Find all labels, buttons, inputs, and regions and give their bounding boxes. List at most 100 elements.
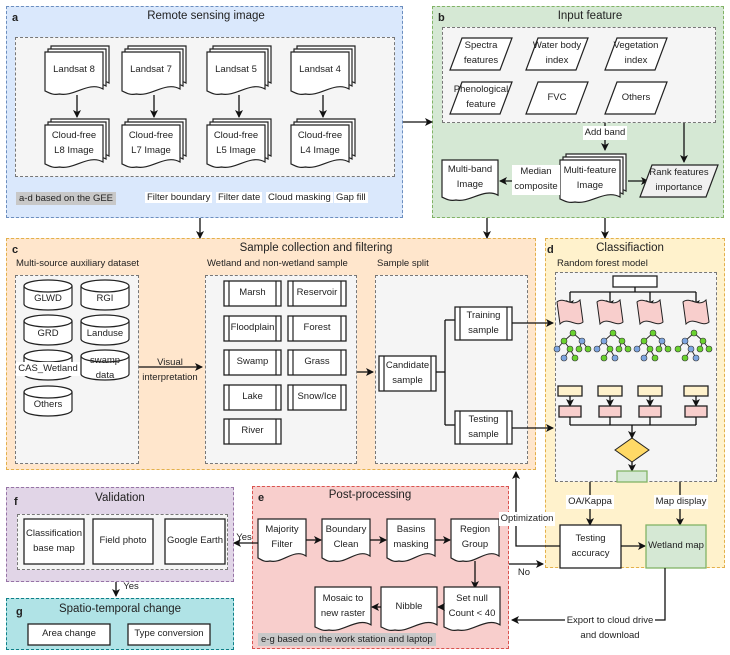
panel-a-title: Remote sensing image — [147, 10, 265, 22]
testing-label-line: sample — [468, 428, 499, 440]
oa-kappa-label-line: OA/Kappa — [568, 495, 612, 507]
export-label-line: and download — [580, 630, 640, 641]
nonwetland-class-label: Grass — [288, 350, 346, 375]
no-label: No — [514, 566, 534, 580]
cloudfree-label-line: L8 Image — [54, 145, 94, 156]
nonwetland-class-label-line: Grass — [304, 356, 330, 368]
candidate-label-line: Candidate — [385, 359, 430, 371]
median-label-line: Median — [520, 166, 552, 178]
testing-accuracy-label-line: accuracy — [571, 547, 610, 559]
rank-label-line: importance — [655, 182, 703, 193]
wetland-class-label-line: Marsh — [239, 287, 266, 299]
panel-f-letter: f — [14, 496, 18, 508]
wetland-class-label-line: Lake — [242, 391, 263, 403]
postproc-step-label-line: masking — [393, 539, 429, 550]
wetland-class-label-line: Swamp — [236, 356, 269, 368]
dataset-label-line: Others — [33, 398, 63, 410]
cloudfree-label-line: L5 Image — [216, 145, 256, 156]
dataset-label-line: GRD — [37, 327, 59, 339]
panel-b-letter: b — [438, 12, 445, 24]
add-band-label-line: Add band — [584, 126, 626, 138]
cloudfree-label-line: L4 Image — [300, 145, 340, 156]
feature-label-line: FVC — [547, 91, 567, 103]
sample-split-title: Sample split — [377, 258, 429, 269]
type-conversion-label-line: Type conversion — [134, 628, 204, 640]
rf-model-title: Random forest model — [557, 258, 648, 269]
sample-title: Wetland and non-wetland sample — [207, 258, 348, 269]
panel-g-letter: g — [16, 606, 23, 618]
satellite-label: Landsat 8 — [45, 52, 103, 88]
satellite-label-line: Landsat 5 — [215, 63, 257, 75]
feature-label-line: Water body — [532, 40, 582, 52]
feature-label: Spectra features — [450, 38, 512, 70]
validation-source-label-line: Classification — [26, 527, 82, 539]
wetland-class-label: Swamp — [224, 350, 281, 375]
cloudfree-label-line: Cloud-free — [297, 130, 343, 142]
postproc-step2-label-line: new raster — [320, 608, 366, 619]
wetland-map-label: Wetland map — [646, 525, 706, 568]
map-display-label: Map display — [652, 494, 710, 510]
visual-label-line: Visual — [157, 357, 183, 369]
wetland-class-label: Floodplain — [224, 316, 281, 341]
median-label-line: composite — [514, 181, 558, 192]
candidate-label: Candidate sample — [379, 356, 436, 391]
panel-f-title: Validation — [95, 492, 145, 504]
training-label-line: Training — [466, 309, 501, 321]
cloudfree-label-line: Cloud-free — [213, 130, 259, 142]
yes-to-validation-label: Yes — [234, 531, 254, 545]
area-change-label: Area change — [28, 624, 110, 645]
panel-e-letter: e — [258, 492, 265, 504]
cloudfree-label: Cloud-free L4 Image — [291, 125, 349, 163]
training-label-line: sample — [468, 324, 499, 336]
dataset-label: CAS_Wetland — [16, 356, 80, 382]
rank-label-line: Rank features — [649, 167, 709, 179]
optimization-label: Optimization — [497, 511, 557, 527]
gee-note: a-d based on the GEE — [16, 192, 117, 205]
feature-label-line: Phenological — [453, 84, 509, 96]
no-label-line: No — [517, 566, 531, 578]
training-label: Training sample — [455, 307, 512, 340]
visual-label: Visual interpretation — [140, 356, 200, 386]
feature-label-line: features — [463, 55, 499, 66]
workstation-note: e-g based on the work station and laptop — [258, 633, 436, 646]
dataset-label: Landuse — [77, 321, 133, 347]
feature-label-line: Spectra — [464, 40, 498, 52]
panel-g-title: Spatio-temporal change — [58, 603, 182, 615]
panel-d-letter: d — [547, 244, 554, 256]
cloudfree-label-line: Cloud-free — [128, 130, 174, 142]
nonwetland-class-label: Snow/Ice — [288, 385, 346, 410]
postproc-step-label-line: Majority — [265, 524, 299, 536]
dataset-label-line: data — [95, 370, 115, 381]
wetland-class-label: Lake — [224, 385, 281, 410]
cloudfree-label-line: L7 Image — [131, 145, 171, 156]
postproc-step-label-line: Boundary — [325, 524, 367, 536]
multi-feature-label-line: Image — [576, 180, 604, 191]
visual-label-line: interpretation — [142, 372, 198, 383]
oa-kappa-label: OA/Kappa — [565, 494, 615, 510]
panel-d-title: Classifiaction — [596, 242, 664, 254]
wetland-map-label-line: Wetland map — [648, 540, 704, 552]
panel-b-title: Input feature — [557, 10, 623, 22]
testing-accuracy-label-line: Testing — [575, 532, 606, 544]
multi-band-label-line: Image — [456, 179, 484, 190]
preprocess-step: Cloud masking — [266, 192, 333, 203]
feature-label: Others — [605, 82, 667, 114]
candidate-label-line: sample — [392, 374, 423, 386]
testing-label-line: Testing — [468, 413, 499, 425]
dataset-label-line: Landuse — [86, 327, 124, 339]
wetland-class-label-line: River — [241, 425, 264, 437]
rank-label: Rank features importance — [640, 165, 718, 197]
postproc-step2-label: Nibble — [381, 587, 437, 627]
satellite-label-line: Landsat 4 — [299, 63, 341, 75]
dataset-label: GRD — [20, 321, 76, 347]
feature-label-line: Vegetation — [613, 40, 659, 52]
postproc-step-label-line: Region — [459, 524, 491, 536]
cloudfree-label-line: Cloud-free — [51, 130, 97, 142]
